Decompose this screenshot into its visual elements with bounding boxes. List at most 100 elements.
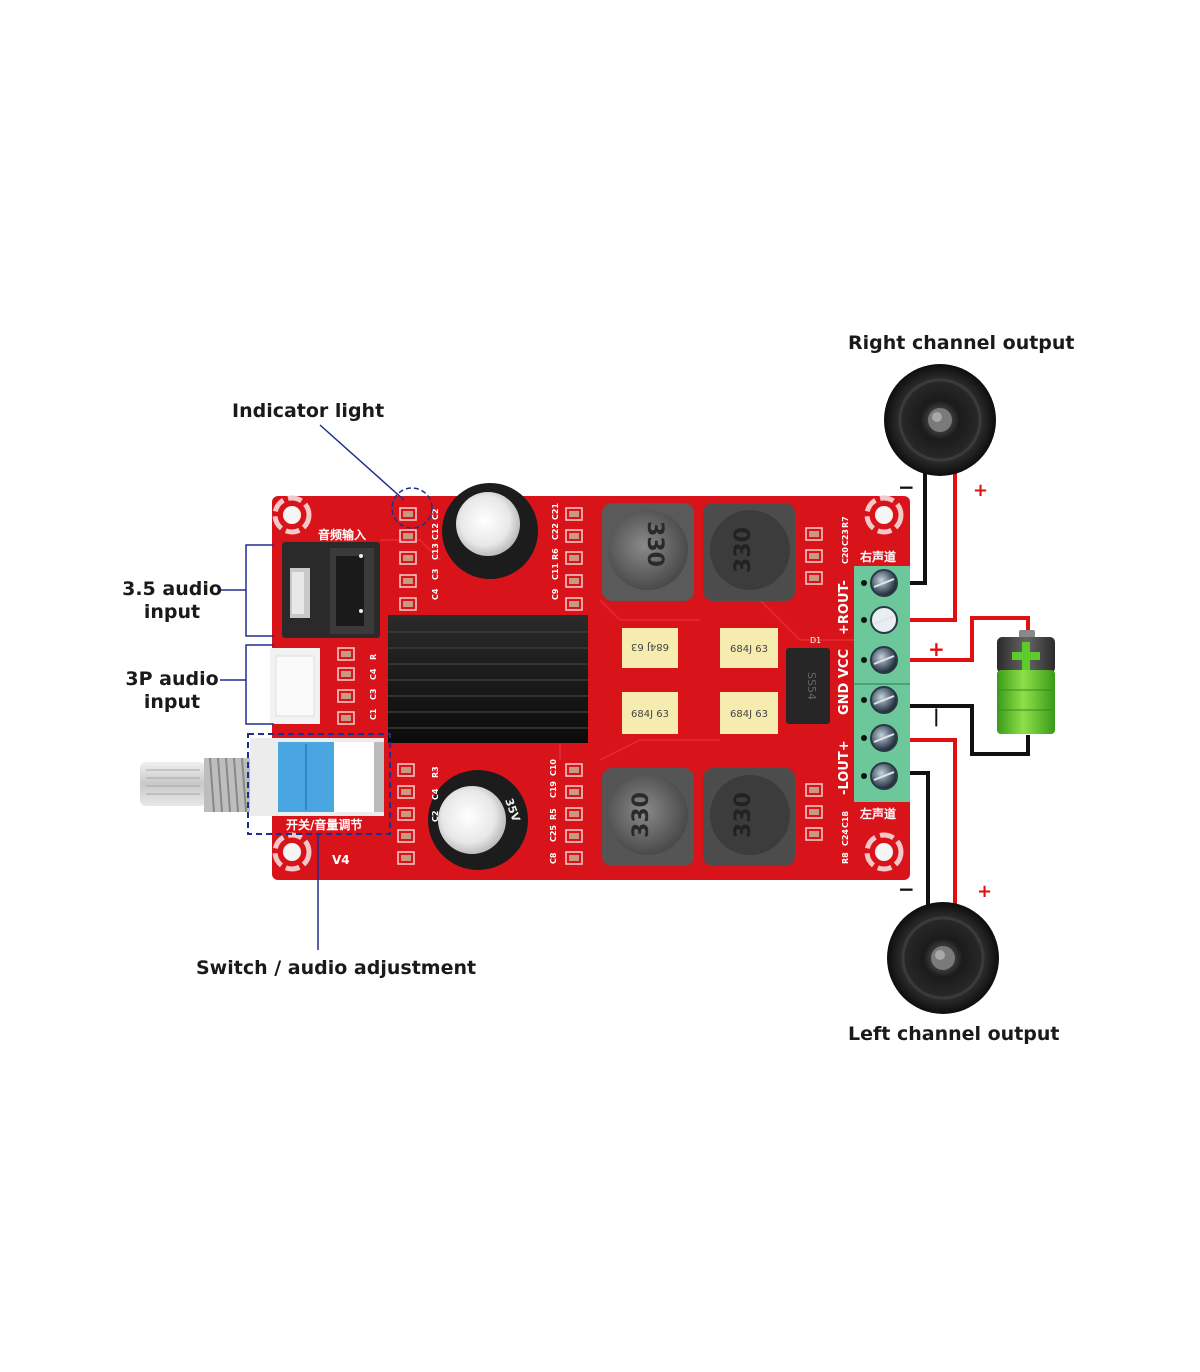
inductor-top-left: 330 — [602, 503, 694, 601]
electrolytic-capacitor-bottom: 35V — [428, 770, 528, 870]
component-ref-label: C4 — [431, 788, 440, 800]
inductor-bottom-right: 330 — [703, 768, 795, 866]
component-ref-label: C13 — [431, 543, 440, 560]
silk-right-channel: 右声道 — [859, 549, 896, 564]
smd-component — [397, 807, 415, 821]
component-ref-label: R3 — [431, 766, 440, 778]
volume-potentiometer — [140, 738, 384, 816]
silk-switch-volume: 开关/音量调节 — [286, 817, 362, 832]
right-speaker-icon — [884, 364, 996, 476]
left-speaker-icon — [887, 902, 999, 1014]
smd-component — [337, 689, 355, 703]
film-cap-marking: 684J 63 — [730, 644, 768, 655]
callout-left-channel-output: Left channel output — [848, 1023, 1060, 1045]
component-ref-label: C25 — [549, 825, 558, 842]
silk-audio-input: 音频输入 — [318, 527, 366, 542]
component-ref-label: C4 — [431, 588, 440, 600]
component-ref-label: C2 — [431, 509, 440, 520]
terminal-screw-icon — [861, 646, 898, 674]
heatsink — [388, 615, 588, 743]
smd-component — [337, 647, 355, 661]
battery-icon — [997, 630, 1055, 734]
callout-right-channel-output: Right channel output — [848, 332, 1075, 354]
callout-audio-35-line1: 3.5 audio — [122, 578, 222, 600]
callout-audio-3p-line2: input — [143, 691, 201, 713]
mounting-hole-tr — [864, 495, 904, 535]
wire-battery-negative — [890, 704, 1030, 756]
callout-audio-3p: 3P audio input — [122, 668, 222, 714]
inductor-marking: 330 — [642, 521, 667, 567]
component-ref-label: C8 — [549, 852, 558, 864]
diode-marking: SS54 — [805, 672, 818, 700]
electrolytic-capacitor-top — [442, 483, 538, 579]
audio-connector-3p — [270, 648, 320, 724]
callout-switch-adjustment: Switch / audio adjustment — [196, 957, 477, 979]
inductor-marking: 330 — [731, 527, 756, 573]
polarity-left-minus: − — [898, 877, 915, 901]
film-cap-marking: 684J 63 — [631, 709, 669, 720]
diode-ss54: SS54 D1 — [786, 636, 830, 724]
silk-version: V4 — [332, 853, 350, 867]
callout-audio-35: 3.5 audio input — [122, 578, 222, 624]
smd-component — [397, 763, 415, 777]
component-ref-label: R7 — [841, 516, 850, 528]
component-ref-label: C12 — [431, 523, 440, 540]
wire-right-positive — [890, 465, 957, 622]
smd-component — [805, 571, 823, 585]
component-ref-label: R6 — [551, 548, 560, 560]
terminal-screw-icon — [861, 724, 898, 752]
smd-component — [805, 527, 823, 541]
smd-component — [397, 851, 415, 865]
smd-component — [565, 551, 583, 565]
component-ref-label: C11 — [551, 563, 560, 580]
component-ref-label: C9 — [551, 588, 560, 600]
film-cap-marking: 684J 63 — [631, 641, 669, 652]
film-capacitor-1: 684J 63 — [622, 628, 678, 668]
terminal-screw-icon — [861, 569, 898, 597]
component-ref-label: C3 — [431, 569, 440, 580]
component-ref-label: C4 — [369, 668, 378, 680]
smd-component — [565, 829, 583, 843]
film-cap-marking: 684J 63 — [730, 709, 768, 720]
smd-component — [337, 667, 355, 681]
film-capacitor-4: 684J 63 — [720, 692, 778, 734]
mounting-hole-tl — [272, 495, 312, 535]
terminal-screw-icon — [861, 762, 898, 790]
smd-component — [399, 574, 417, 588]
smd-component — [565, 807, 583, 821]
smd-component — [399, 507, 417, 521]
terminal-label-rout: +ROUT- — [837, 580, 852, 635]
polarity-left-plus: + — [977, 881, 992, 902]
smd-component — [805, 783, 823, 797]
component-ref-label: C24 — [841, 829, 850, 846]
polarity-right-minus: − — [898, 475, 915, 499]
diode-ref: D1 — [810, 636, 821, 645]
component-ref-label: C18 — [841, 811, 850, 828]
smd-component — [399, 551, 417, 565]
smd-component — [805, 805, 823, 819]
callout-indicator-light: Indicator light — [232, 400, 385, 422]
film-capacitor-2: 684J 63 — [720, 628, 778, 668]
component-ref-label: R8 — [841, 852, 850, 864]
wire-battery-positive — [890, 616, 1030, 662]
audio-jack-35mm — [282, 542, 380, 638]
component-ref-label: C3 — [369, 689, 378, 700]
smd-component — [565, 507, 583, 521]
film-capacitor-3: 684J 63 — [622, 692, 678, 734]
mounting-hole-br — [864, 832, 904, 872]
terminal-block — [854, 566, 910, 802]
callout-lines — [220, 424, 433, 950]
component-ref-label: C10 — [549, 759, 558, 776]
smd-component — [337, 711, 355, 725]
component-ref-label: C2 — [431, 811, 440, 822]
component-ref-label: C22 — [551, 523, 560, 540]
smd-component — [805, 549, 823, 563]
terminal-screw-icon — [861, 686, 898, 714]
smd-components: C2C12C13C3C4C21C22R6C11C9RC4C3C1R3C4C2C1… — [337, 503, 850, 865]
polarity-gnd-minus: | — [933, 706, 940, 727]
smd-component — [565, 851, 583, 865]
inductor-marking: 330 — [731, 792, 756, 838]
terminal-screw-icon — [861, 606, 898, 634]
component-ref-label: C20 — [841, 547, 850, 564]
